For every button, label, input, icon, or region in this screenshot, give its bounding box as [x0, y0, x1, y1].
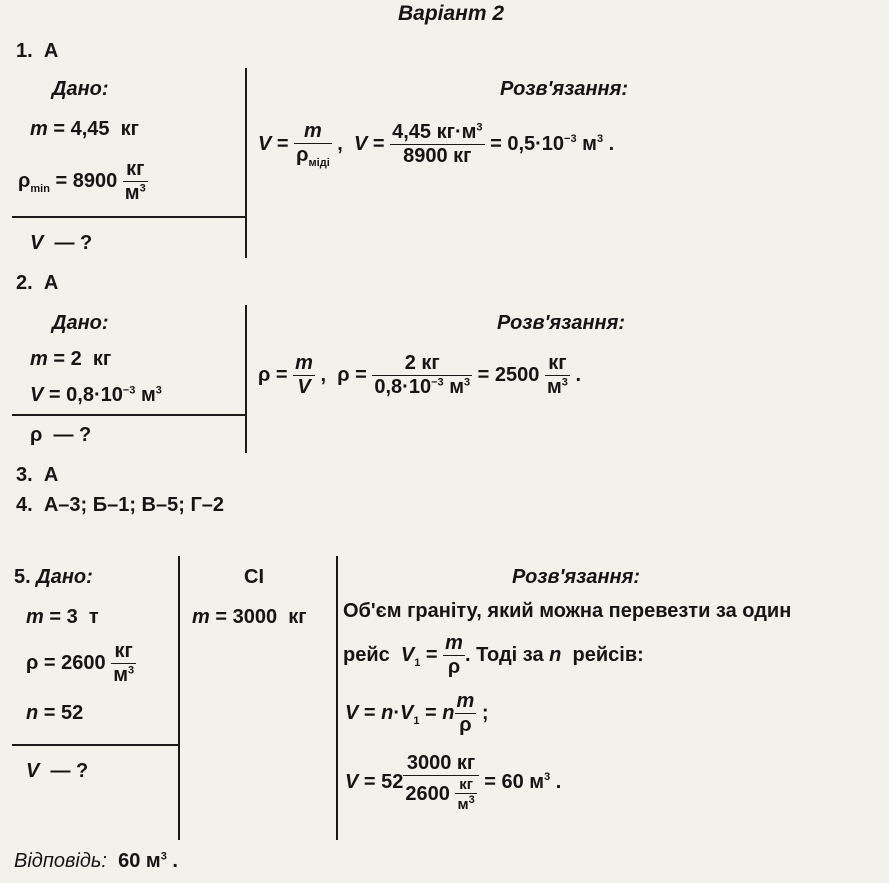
task3-answer: 3. А	[16, 464, 59, 486]
task5-header: 5. Дано:	[14, 566, 93, 588]
task5-si-mass: m = 3000 кг	[192, 606, 307, 628]
page-title: Варіант 2	[398, 2, 505, 25]
task5-given-mass: m = 3 т	[26, 606, 99, 628]
task2-given-mass: m = 2 кг	[30, 348, 112, 370]
task5-vertical-divider-1	[178, 556, 180, 840]
task1-number: 1. А	[16, 40, 59, 62]
task1-given-divider	[12, 216, 247, 218]
task1-solution-label: Розв'язання:	[500, 78, 629, 100]
task5-find: V — ?	[26, 760, 89, 782]
task5-solution-label: Розв'язання:	[512, 566, 641, 588]
task5-given-trips: n = 52	[26, 702, 84, 724]
task5-solution-text1: Об'єм граніту, який можна перевезти за о…	[343, 600, 792, 622]
task1-given-label: Дано:	[52, 78, 109, 100]
task2-given-divider	[12, 414, 247, 416]
task1-find: V — ?	[30, 232, 93, 254]
task2-vertical-divider	[245, 305, 247, 453]
task2-solution-label: Розв'язання:	[497, 312, 626, 334]
final-answer: Відповідь: 60 м3 .	[14, 850, 178, 872]
task5-vertical-divider-2	[336, 556, 338, 840]
task1-vertical-divider	[245, 68, 247, 258]
task2-number: 2. А	[16, 272, 59, 294]
task2-given-volume: V = 0,8·10−3 м3	[30, 384, 162, 406]
task5-given-divider	[12, 744, 180, 746]
task4-answer: 4. А–3; Б–1; В–5; Г–2	[16, 494, 225, 516]
task5-si-label: СІ	[244, 566, 264, 588]
task2-find: ρ — ?	[30, 424, 92, 446]
task1-given-mass: m = 4,45 кг	[30, 118, 139, 140]
task2-given-label: Дано:	[52, 312, 109, 334]
